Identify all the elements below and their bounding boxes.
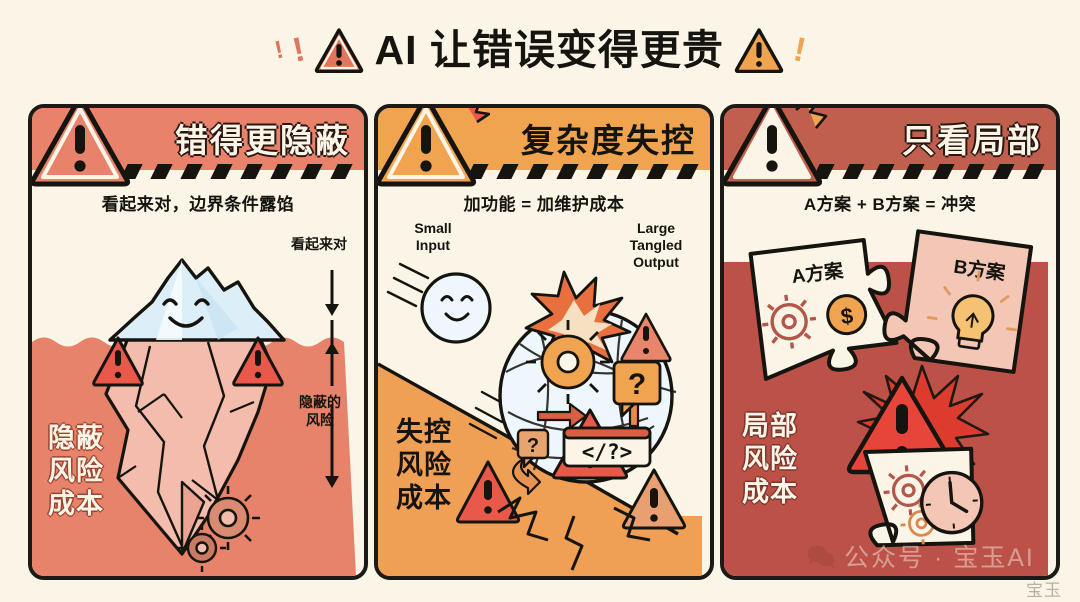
exclamation-mark-decor: ! xyxy=(289,30,309,70)
hidden-risk-note: 隐蔽的 风险 xyxy=(299,394,341,428)
panel-illustration: 看起来对 隐蔽的 风险 隐蔽 风险 成本 xyxy=(32,216,364,576)
warning-triangle-icon xyxy=(724,108,842,195)
panel-subtitle: 看起来对，边界条件露馅 xyxy=(101,195,295,214)
panel-header: 只看局部 xyxy=(724,108,1056,187)
panel-illustration: A方案 $ B方案 xyxy=(724,216,1056,576)
panel-complexity: 复杂度失控 加功能 = 加维护成本 xyxy=(374,104,714,580)
warning-triangle-icon xyxy=(32,108,132,195)
panel-heading: 只看局部 xyxy=(902,121,1042,159)
panel-illustration: ? ? </?> xyxy=(378,216,710,576)
watermark-corner-text: 宝玉 xyxy=(1026,581,1062,600)
warning-triangle-icon xyxy=(378,108,491,195)
watermark: 公众号 · 宝玉AI xyxy=(806,538,1035,574)
small-input-note: Small Input xyxy=(414,220,452,253)
page-title: ! ! AI 让错误变得更贵 ! xyxy=(0,14,1080,86)
panel-hidden-errors: 错得更隐蔽 看起来对，边界条件露馅 xyxy=(28,104,368,580)
exclamation-mark-decor: ! xyxy=(790,30,810,70)
panel-heading: 错得更隐蔽 xyxy=(175,121,350,159)
title-text: AI 让错误变得更贵 xyxy=(374,26,724,73)
panel-header: 复杂度失控 xyxy=(378,108,710,187)
large-tangled-output-note: Large Tangled Output xyxy=(629,220,683,270)
panel-header: 错得更隐蔽 xyxy=(32,108,364,187)
panel-local-view: 只看局部 A方案 + B方案 = 冲突 A方案 $ xyxy=(720,104,1060,580)
exclamation-mark-decor: ! xyxy=(271,34,286,65)
panel-subtitle: 加功能 = 加维护成本 xyxy=(463,195,625,214)
watermark-text: 公众号 · 宝玉AI xyxy=(844,544,1035,572)
panel-subtitle: A方案 + B方案 = 冲突 xyxy=(803,195,977,214)
panel-heading: 复杂度失控 xyxy=(521,121,696,159)
cost-label: 隐蔽 风险 成本 xyxy=(48,423,104,519)
cost-label: 局部 风险 成本 xyxy=(742,411,798,507)
warning-triangle-icon xyxy=(314,27,364,73)
code-badge-text: </?> xyxy=(582,440,633,464)
svg-text:$: $ xyxy=(839,303,854,329)
looks-right-note: 看起来对 xyxy=(291,236,347,252)
wechat-icon xyxy=(807,545,835,568)
warning-triangle-icon xyxy=(734,27,784,73)
svg-text:?: ? xyxy=(628,368,646,401)
cost-label: 失控 风险 成本 xyxy=(396,417,452,513)
svg-text:?: ? xyxy=(527,435,539,457)
